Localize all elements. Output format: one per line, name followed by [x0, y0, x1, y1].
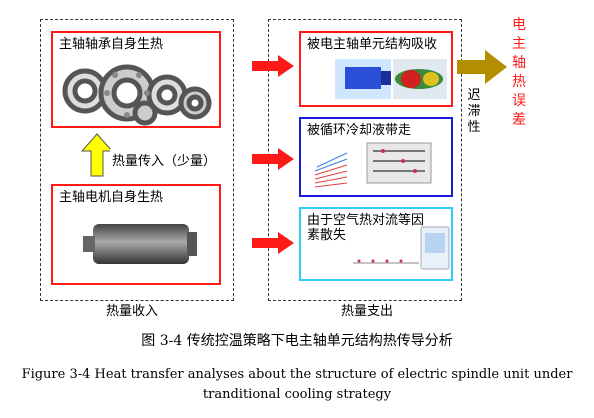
temperature-chart-icon [353, 226, 450, 270]
caption-english-line2: tranditional cooling strategy [202, 387, 392, 402]
structure-absorb-title: 被电主轴单元结构吸收 [307, 37, 438, 52]
heat-transfer-label: 热量传入（少量） [110, 149, 219, 170]
bearing-heat-box: 主轴轴承自身生热 [51, 31, 221, 128]
arrow-transfer-to-coolant [252, 148, 294, 170]
coolant-box: 被循环冷却液带走 [299, 117, 453, 197]
caption-english: Figure 3-4 Heat transfer analyses about … [0, 365, 594, 405]
motor-spindle-icon [83, 224, 197, 264]
bearing-heat-title: 主轴轴承自身生热 [59, 37, 164, 52]
lag-arrow-icon [457, 50, 507, 84]
up-arrow-icon [80, 133, 114, 177]
motor-heat-title: 主轴电机自身生热 [59, 190, 164, 205]
heat-output-footer: 热量支出 [341, 304, 394, 319]
lag-label: 迟滞性 [467, 88, 481, 135]
arrow-motor-to-air [252, 232, 294, 254]
motor-heat-box: 主轴电机自身生热 [51, 184, 221, 285]
coolant-title: 被循环冷却液带走 [307, 123, 412, 138]
air-convection-box: 由于空气热对流等因素散失 [299, 207, 453, 281]
air-convection-title: 由于空气热对流等因素散失 [307, 213, 425, 243]
structure-absorb-box: 被电主轴单元结构吸收 [299, 31, 453, 107]
coolant-flow-icon [314, 142, 432, 188]
heat-input-footer: 热量收入 [106, 304, 159, 319]
heat-input-group [40, 19, 234, 301]
fea-model-icon [335, 59, 447, 99]
caption-english-line1: Figure 3-4 Heat transfer analyses about … [21, 367, 573, 382]
thermal-error-label: 电主轴热误差 [512, 17, 526, 128]
bearing-set-icon [62, 64, 212, 126]
caption-chinese: 图 3-4 传统控温策略下电主轴单元结构热传导分析 [141, 333, 453, 349]
arrow-bearing-to-absorb [252, 55, 294, 77]
